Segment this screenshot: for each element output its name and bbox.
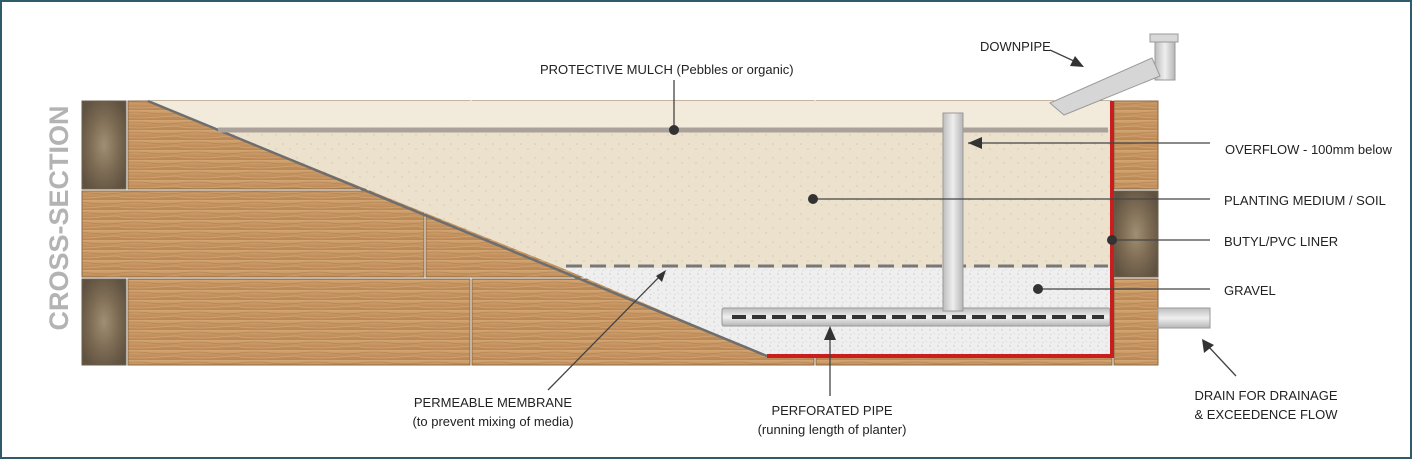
- pipe-arrowhead: [824, 326, 836, 340]
- overflow-label: OVERFLOW - 100mm below: [1225, 142, 1392, 157]
- butyl-pvc-liner: [767, 101, 1114, 358]
- membrane-leader: [547, 271, 665, 391]
- pipe-label: PERFORATED PIPE: [771, 403, 892, 418]
- timber-plank: [127, 278, 471, 366]
- membrane-label: PERMEABLE MEMBRANE: [414, 395, 573, 410]
- overflow-arrowhead: [968, 137, 982, 149]
- liner-label: BUTYL/PVC LINER: [1224, 234, 1338, 249]
- drain-outlet: [1157, 307, 1211, 329]
- downpipe-arrowhead: [1070, 56, 1084, 67]
- liner-marker: [1107, 235, 1117, 245]
- membrane-sublabel: (to prevent mixing of media): [412, 414, 573, 429]
- cutaway-edge: [147, 99, 768, 358]
- downpipe: [1049, 33, 1179, 116]
- mulch-label: PROTECTIVE MULCH (Pebbles or organic): [540, 62, 794, 77]
- pipe-sublabel: (running length of planter): [758, 422, 907, 437]
- mulch-band: [148, 101, 1110, 130]
- drain-leader: [1207, 345, 1237, 377]
- timber-plank: [81, 190, 425, 278]
- downpipe-leader: [1049, 49, 1077, 63]
- drain-label: DRAIN FOR DRAINAGE: [1194, 388, 1337, 403]
- gravel-label: GRAVEL: [1224, 283, 1276, 298]
- drain-sublabel: & EXCEEDENCE FLOW: [1194, 407, 1338, 422]
- timber-end-top: [81, 100, 127, 190]
- overflow-pipe: [942, 112, 964, 312]
- downpipe-label: DOWNPIPE: [980, 39, 1051, 54]
- soil-marker: [808, 194, 818, 204]
- membrane-arrowhead: [656, 270, 666, 282]
- timber-end-right: [1113, 190, 1159, 278]
- timber-end-bottom: [81, 278, 127, 366]
- soil-label: PLANTING MEDIUM / SOIL: [1224, 193, 1386, 208]
- gravel-marker: [1033, 284, 1043, 294]
- cross-section-label: CROSS-SECTION: [44, 105, 74, 330]
- mulch-marker: [669, 125, 679, 135]
- timber-plank-right: [1113, 100, 1159, 190]
- timber-plank-right: [1113, 278, 1159, 366]
- drain-arrowhead: [1202, 339, 1214, 353]
- planting-medium-soil: [148, 101, 1110, 268]
